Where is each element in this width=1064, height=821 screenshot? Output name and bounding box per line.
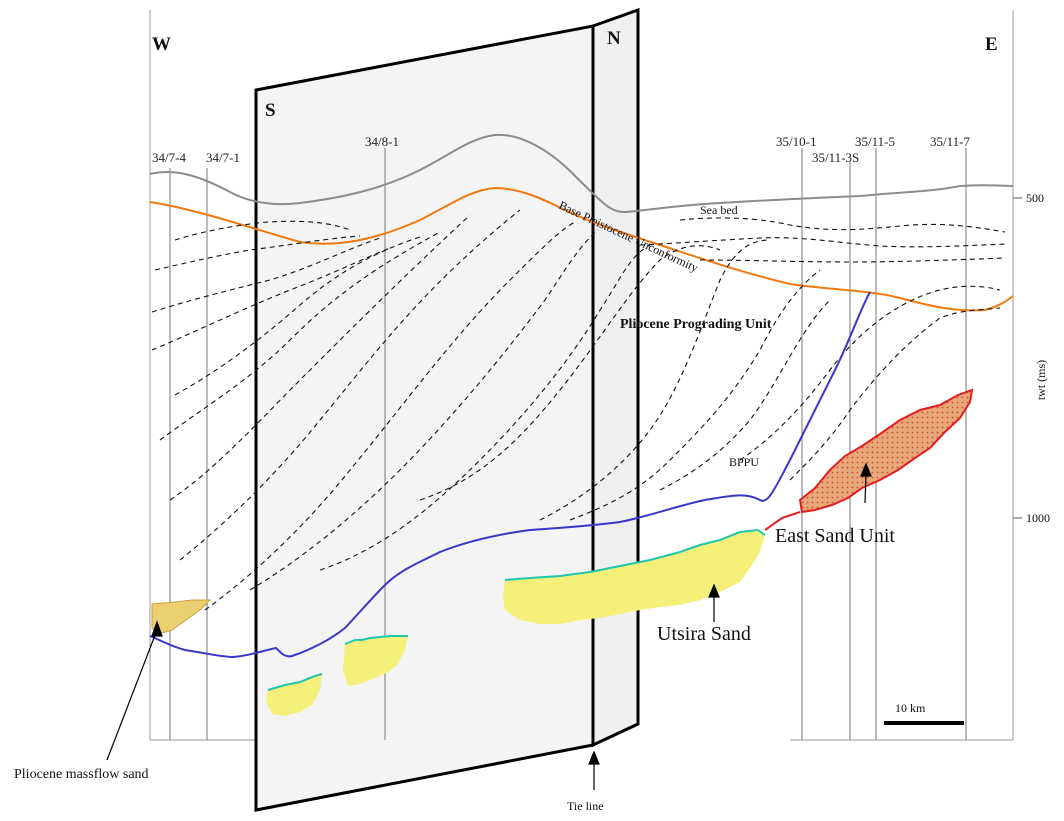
utsira-sand-bodies	[266, 528, 766, 716]
callout-arrows	[106, 462, 872, 790]
bppu-label: BPPU	[729, 455, 759, 469]
tick-label-500: 500	[1026, 191, 1044, 205]
tie-line-label: Tie line	[567, 799, 604, 813]
axis-title: twt (ms)	[1034, 360, 1048, 400]
utsira-sand-small-west	[266, 674, 322, 716]
tick-label-1000: 1000	[1026, 511, 1050, 525]
utsira-sand-main	[503, 530, 765, 624]
massflow-sand-label: Pliocene massflow sand	[14, 767, 149, 782]
direction-south: S	[265, 100, 276, 121]
direction-north: N	[607, 28, 621, 49]
twt-axis	[1013, 197, 1022, 519]
section-panel-north	[591, 7, 640, 748]
well-label: 35/11-7	[930, 134, 970, 149]
base-unconformity-horizon	[149, 186, 1014, 312]
well-label: 34/7-1	[206, 150, 240, 165]
direction-west: W	[152, 34, 171, 55]
direction-east: E	[985, 34, 998, 55]
utsira-sand-label: Utsira Sand	[657, 623, 751, 645]
well-label: 35/10-1	[776, 134, 816, 149]
well-label: 34/7-4	[152, 150, 186, 165]
east-sand-unit-label: East Sand Unit	[775, 525, 895, 547]
well-label: 35/11-5	[855, 134, 895, 149]
sea-bed-horizon	[149, 133, 1014, 214]
well-label: 34/8-1	[365, 134, 399, 149]
utsira-sand-central-west	[343, 636, 408, 686]
well-label: 35/11-3S	[812, 150, 859, 165]
east-sand-unit-body	[764, 388, 974, 531]
scale-bar-label: 10 km	[895, 701, 926, 715]
sea-bed-label: Sea bed	[700, 203, 738, 217]
prograding-clinoforms	[151, 209, 1006, 611]
prograding-unit-label: Pliocene Prograding Unit	[620, 317, 772, 332]
bppu-horizon	[149, 291, 871, 659]
massflow-sand-body	[151, 599, 212, 635]
